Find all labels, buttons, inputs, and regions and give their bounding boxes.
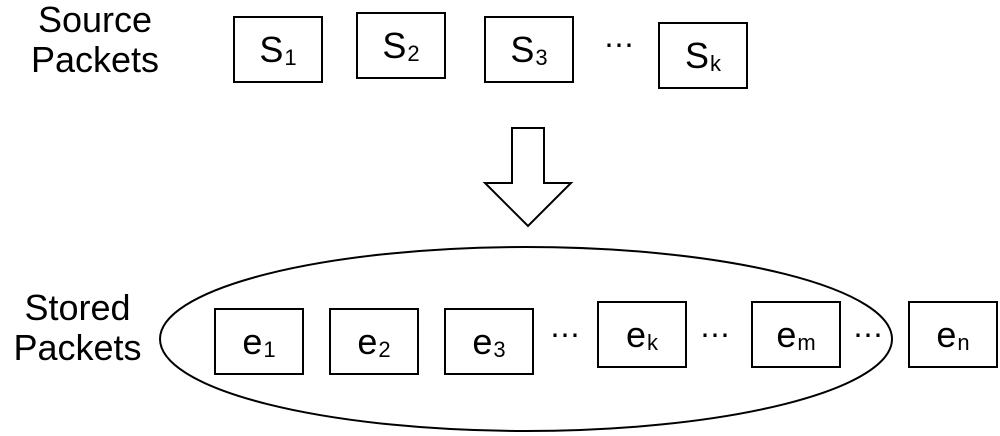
source-packets-label: Source Packets (10, 0, 180, 80)
stored-ellipsis-1: ⋯ (550, 319, 581, 352)
down-arrow (482, 127, 574, 228)
stored-label-line1: Stored (24, 287, 131, 328)
source-label-line1: Source (37, 0, 153, 40)
source-label-line2: Packets (30, 39, 160, 80)
stored-ellipsis-3: ⋯ (853, 319, 884, 352)
source-ellipsis: ⋯ (604, 29, 635, 62)
stored-label-line2: Packets (13, 327, 142, 368)
stored-ellipsis-2: ⋯ (700, 319, 731, 352)
stored-packets-label: Stored Packets (0, 288, 155, 368)
stored-packets-ellipse (159, 246, 893, 432)
